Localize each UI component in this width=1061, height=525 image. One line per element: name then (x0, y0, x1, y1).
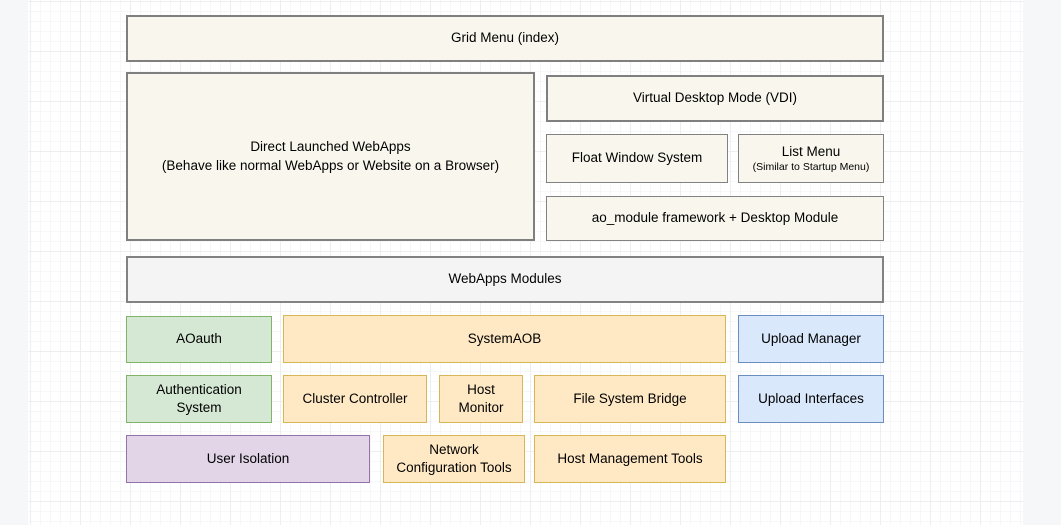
node-direct-webapps[interactable]: Direct Launched WebApps(Behave like norm… (126, 72, 535, 241)
node-label: Host Management Tools (557, 450, 702, 468)
node-upload-interfaces[interactable]: Upload Interfaces (738, 375, 884, 423)
node-host-monitor[interactable]: Host Monitor (439, 375, 523, 423)
node-label: Virtual Desktop Mode (VDI) (633, 89, 797, 107)
node-systemaob[interactable]: SystemAOB (283, 315, 726, 363)
node-grid-menu[interactable]: Grid Menu (index) (126, 15, 884, 62)
node-vdi[interactable]: Virtual Desktop Mode (VDI) (546, 75, 884, 122)
node-aoauth[interactable]: AOauth (126, 316, 272, 363)
node-label: Upload Manager (761, 330, 861, 348)
node-label: Grid Menu (index) (451, 29, 559, 47)
node-label: ao_module framework + Desktop Module (592, 209, 839, 227)
node-sublabel: (Behave like normal WebApps or Website o… (162, 157, 499, 175)
node-label: Float Window System (572, 149, 703, 167)
node-host-mgmt[interactable]: Host Management Tools (534, 435, 726, 483)
node-net-config[interactable]: Network Configuration Tools (383, 435, 525, 483)
node-label: Cluster Controller (302, 390, 407, 408)
node-label: User Isolation (207, 450, 290, 468)
node-label: WebApps Modules (448, 270, 561, 288)
node-label: SystemAOB (468, 330, 542, 348)
node-upload-manager[interactable]: Upload Manager (738, 315, 884, 363)
node-label: File System Bridge (573, 390, 686, 408)
node-label: List Menu (782, 143, 841, 161)
node-list-menu[interactable]: List Menu(Similar to Startup Menu) (738, 134, 884, 183)
node-ao-module[interactable]: ao_module framework + Desktop Module (546, 196, 884, 241)
node-webapps-modules[interactable]: WebApps Modules (126, 256, 884, 303)
node-label: Host Monitor (446, 381, 516, 417)
node-label: Authentication System (133, 381, 265, 417)
node-label: Network Configuration Tools (390, 441, 518, 477)
node-auth-system[interactable]: Authentication System (126, 375, 272, 423)
node-label: AOauth (176, 330, 222, 348)
node-label: Upload Interfaces (758, 390, 864, 408)
node-sublabel: (Similar to Startup Menu) (753, 161, 870, 175)
node-user-isolation[interactable]: User Isolation (126, 435, 370, 483)
node-cluster-ctrl[interactable]: Cluster Controller (283, 375, 427, 423)
node-fs-bridge[interactable]: File System Bridge (534, 375, 726, 423)
node-float-window[interactable]: Float Window System (546, 134, 728, 183)
node-label: Direct Launched WebApps (250, 138, 410, 156)
